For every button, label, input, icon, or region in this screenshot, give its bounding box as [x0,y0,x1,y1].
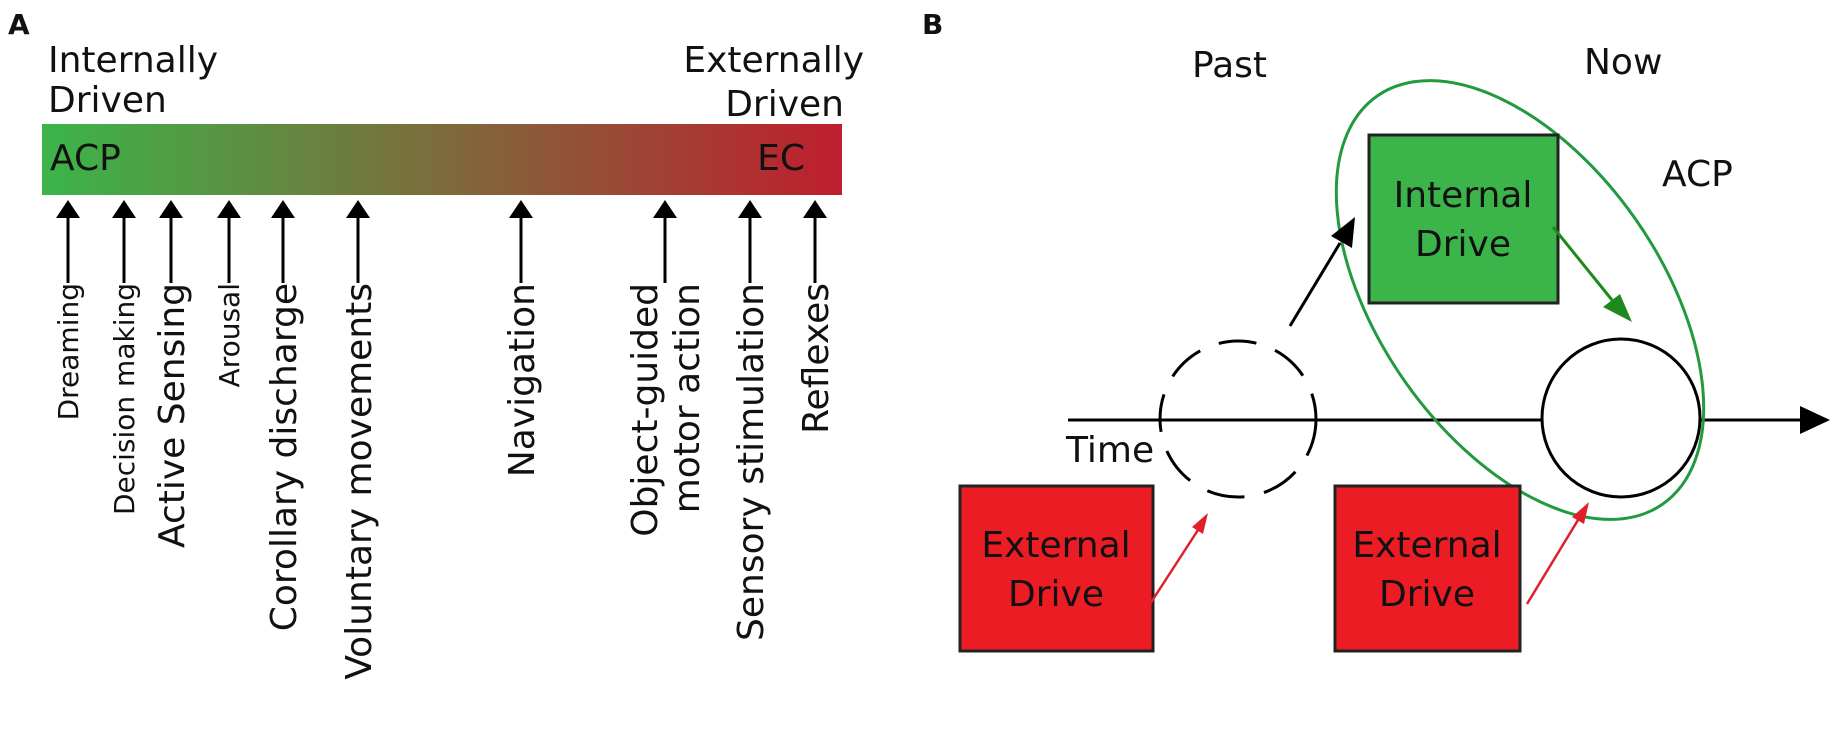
internally-driven-line-1: Internally [48,40,218,81]
item-label: Corollary discharge [264,283,305,631]
item-label: Sensory stimulation [731,283,772,641]
acp-ellipse [1334,79,1706,521]
past-label: Past [1192,45,1267,86]
item-label: Decision making [108,283,141,515]
externally-driven-line-2: Driven [725,84,844,125]
item-label: Navigation [502,283,543,477]
internal-to-now-arrow [1551,226,1614,301]
behavior-items: Dreaming Decision making Active Sensing Aro… [52,200,837,680]
item-arrowhead [112,200,136,218]
item-label: motor action [667,283,708,513]
item-arrowhead [346,200,370,218]
panel-a-letter: A [8,8,30,41]
panel-b: B Past Now ACP Time Internal Drive Exter… [922,8,1830,653]
bar-acp-label: ACP [50,138,121,179]
past-state-circle [1158,339,1318,499]
item-arrowhead [509,200,533,218]
item-arrowhead [56,200,80,218]
item-arrowhead [271,200,295,218]
item-arrowhead [217,200,241,218]
internally-driven-line-2: Driven [48,80,167,121]
external-drive-now-label-line-2: Drive [1379,574,1475,615]
external-drive-past-label-line-2: Drive [1008,574,1104,615]
time-axis-arrowhead [1800,406,1830,434]
external-past-arrowhead [1192,513,1208,534]
internal-drive-box [1367,133,1560,305]
past-to-internal-arrow [1288,242,1342,327]
internal-to-now-arrowhead [1603,294,1632,322]
gradient-bar [42,124,842,195]
bar-ec-label: EC [757,138,805,179]
external-past-arrow [1148,529,1200,605]
externally-driven-line-1: Externally [683,40,864,81]
item-arrowhead [803,200,827,218]
past-to-internal-arrowhead [1331,217,1355,248]
external-now-arrow [1525,519,1580,605]
external-drive-now-box [1333,484,1522,653]
time-label: Time [1065,430,1154,471]
panel-a: A Internally Driven Externally Driven AC… [8,8,864,680]
now-label: Now [1584,42,1662,83]
external-drive-now-label-line-1: External [1352,525,1501,566]
item-label: Dreaming [52,283,85,420]
item-label: Arousal [213,283,246,387]
external-now-arrowhead [1572,502,1589,524]
panel-b-letter: B [922,8,943,41]
external-drive-past-box [958,484,1155,653]
item-label: Voluntary movements [339,283,380,680]
item-arrowhead [653,200,677,218]
item-arrowhead [159,200,183,218]
item-label: Object-guided [625,283,666,537]
item-arrowhead [738,200,762,218]
now-state-circle [1540,337,1702,499]
internal-drive-label-line-1: Internal [1394,175,1533,216]
item-label: Active Sensing [152,283,193,548]
internal-drive-label-line-2: Drive [1415,224,1511,265]
item-label: Reflexes [796,283,837,434]
acp-label: ACP [1662,154,1733,195]
external-drive-past-label-line-1: External [981,525,1130,566]
